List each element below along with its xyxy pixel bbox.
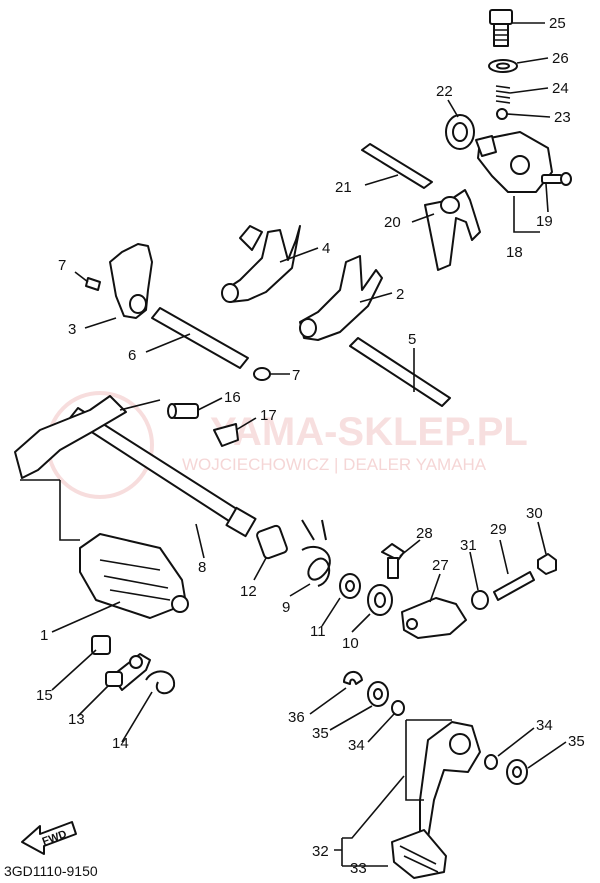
callout-24: 24 xyxy=(552,80,569,97)
part-13-stopper-lever xyxy=(105,653,151,691)
part-4-shift-fork xyxy=(221,225,301,303)
part-1-shift-drum xyxy=(79,533,189,619)
callout-8: 8 xyxy=(198,559,206,576)
callout-33: 33 xyxy=(350,860,367,877)
callout-10: 10 xyxy=(342,635,359,652)
part-21-shaft xyxy=(361,143,433,189)
callout-12: 12 xyxy=(240,583,257,600)
part-10-oil-seal xyxy=(367,584,393,616)
part-2-shift-fork xyxy=(299,255,383,341)
callout-25: 25 xyxy=(549,15,566,32)
fwd-arrow-icon: FWD xyxy=(21,821,77,855)
watermark: YAMA-SKLEP.PL WOJCIECHOWICZ | DEALER YAM… xyxy=(46,391,528,499)
callout-2: 2 xyxy=(396,286,404,303)
part-28-bolt xyxy=(381,543,405,579)
part-34-o-ring-lower xyxy=(484,754,498,770)
part-18-segment xyxy=(475,131,553,193)
callout-26: 26 xyxy=(552,50,569,67)
part-5-shaft xyxy=(349,337,451,407)
part-16-bolt xyxy=(167,403,199,419)
callout-29: 29 xyxy=(490,521,507,538)
part-20-shift-fork xyxy=(424,189,481,271)
part-7-clip-upper xyxy=(85,277,101,291)
callout-27: 27 xyxy=(432,557,449,574)
callout-7-upper: 7 xyxy=(58,257,66,274)
callout-11: 11 xyxy=(310,623,326,640)
part-9-spring xyxy=(301,519,331,587)
callout-34-lower: 34 xyxy=(536,717,553,734)
part-29-rod xyxy=(493,571,535,601)
part-27-lever xyxy=(401,597,467,639)
leader-lines xyxy=(20,22,567,867)
part-31-nut xyxy=(471,590,489,610)
callout-14: 14 xyxy=(112,735,129,752)
part-35-washer-upper xyxy=(367,681,389,707)
part-7-clip-lower xyxy=(253,367,271,381)
part-25-bolt xyxy=(489,9,513,47)
part-19-pin xyxy=(541,172,572,186)
callout-18: 18 xyxy=(506,244,523,261)
callout-20: 20 xyxy=(384,214,401,231)
watermark-sub-text: WOJCIECHOWICZ | DEALER YAMAHA xyxy=(182,455,487,474)
callout-35-upper: 35 xyxy=(312,725,329,742)
callout-labels: 25 26 24 22 23 21 20 19 18 4 7 2 3 5 6 7… xyxy=(36,15,585,877)
callout-36: 36 xyxy=(288,709,305,726)
part-30-nut xyxy=(537,553,557,575)
callout-6: 6 xyxy=(128,347,136,364)
callout-22: 22 xyxy=(436,83,453,100)
callout-30: 30 xyxy=(526,505,543,522)
callout-1: 1 xyxy=(40,627,48,644)
callout-28: 28 xyxy=(416,525,433,542)
part-33-pedal-rubber xyxy=(391,829,447,879)
part-32-shift-pedal xyxy=(419,721,481,841)
callout-7-lower: 7 xyxy=(292,367,300,384)
callout-15: 15 xyxy=(36,687,53,704)
part-3-shift-fork xyxy=(109,243,153,319)
callout-5: 5 xyxy=(408,331,416,348)
callout-19: 19 xyxy=(536,213,553,230)
callout-21: 21 xyxy=(335,179,352,196)
part-15-bolt xyxy=(91,635,111,655)
part-22-oil-seal xyxy=(445,114,475,150)
callout-16: 16 xyxy=(224,389,241,406)
part-17-clip xyxy=(213,423,239,447)
watermark-main-text: YAMA-SKLEP.PL xyxy=(210,410,528,454)
part-36-circlip xyxy=(343,671,363,685)
part-24-spring xyxy=(495,85,511,104)
callout-31: 31 xyxy=(460,537,477,554)
callout-34-upper: 34 xyxy=(348,737,365,754)
part-14-spring xyxy=(145,670,176,695)
callout-17: 17 xyxy=(260,407,277,424)
part-12-collar xyxy=(256,524,288,560)
part-35-washer-lower xyxy=(506,759,528,785)
part-23-ball xyxy=(496,108,508,120)
callout-3: 3 xyxy=(68,321,76,338)
part-8-shift-shaft xyxy=(14,395,257,538)
callout-4: 4 xyxy=(322,240,330,257)
part-11-washer xyxy=(339,573,361,599)
callout-13: 13 xyxy=(68,711,85,728)
part-6-shaft xyxy=(151,307,249,369)
callout-35-lower: 35 xyxy=(568,733,585,750)
callout-23: 23 xyxy=(554,109,571,126)
callout-9: 9 xyxy=(282,599,290,616)
diagram-code: 3GD1110-9150 xyxy=(4,863,98,879)
part-34-o-ring-upper xyxy=(391,700,405,716)
callout-32: 32 xyxy=(312,843,329,860)
